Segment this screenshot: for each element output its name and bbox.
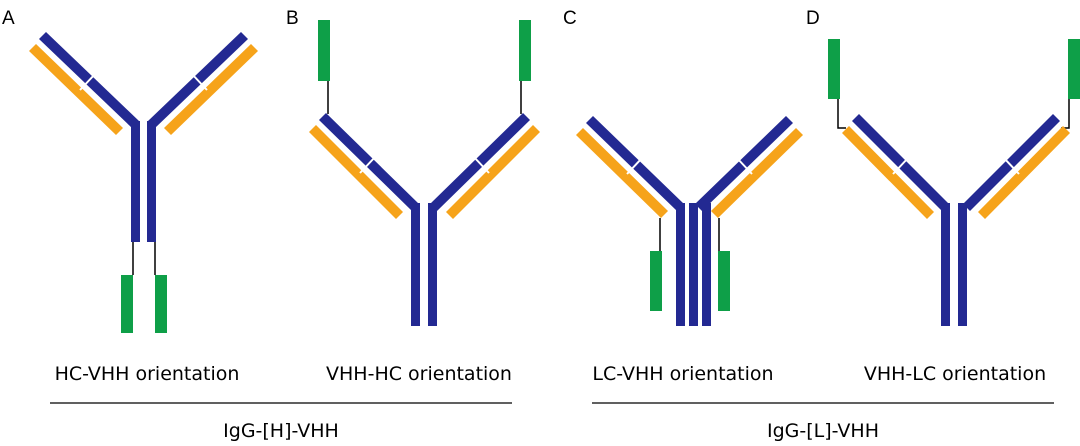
panel-letter-d: D [806,8,820,29]
antibody-vhh-lc-icon [828,39,1080,326]
heavy-chain-left-arm [586,116,684,211]
vhh-domain [828,39,840,99]
group-label-igg-l-vhh: IgG-[L]-VHH [767,420,879,442]
light-chain-left-arm [309,125,403,219]
orientation-label-a: HC-VHH orientation [55,363,240,385]
antibody-hc-vhh-icon [29,32,258,333]
vhh-domain [519,20,531,81]
panel-letter-b: B [286,8,299,29]
group-label-igg-h-vhh: IgG-[H]-VHH [223,420,339,442]
light-chain-left-arm [576,128,668,218]
light-chain-left-arm [842,126,934,219]
heavy-chain-stem-right [428,203,437,326]
panel-c: C LC-VHH orientation [563,8,803,385]
orientation-label-b: VHH-HC orientation [326,363,512,385]
light-chain-right-arm [711,128,803,218]
heavy-chain-stem-right [147,121,156,242]
orientation-label-d: VHH-LC orientation [864,363,1046,385]
light-chain-left-arm [29,44,123,135]
heavy-chain-stem-left [131,121,140,242]
panel-d: D VHH-LC orientation [806,8,1080,385]
heavy-chain-stem [676,203,685,326]
heavy-chain-stem-right [958,203,967,326]
heavy-chain-stem-left [411,203,420,326]
vhh-domain [1068,39,1080,99]
vhh-domain [718,251,730,311]
heavy-chain-right-arm [695,116,793,211]
heavy-chain-stem [702,203,711,326]
heavy-chain-left-arm [852,114,949,211]
light-chain-right-arm [978,126,1070,219]
orientation-label-c: LC-VHH orientation [592,363,773,385]
heavy-chain-stem [689,203,698,326]
light-chain-right-arm [164,44,258,135]
panel-letter-a: A [2,8,15,29]
heavy-chain-right-arm [963,114,1060,211]
light-chain-right-arm [446,125,540,219]
panel-letter-c: C [563,8,577,29]
vhh-domain [121,275,133,333]
antibody-vhh-hc-icon [309,20,540,326]
vhh-domain [155,275,167,333]
vhh-domain [318,20,330,81]
panel-b: B VHH-HC orientation [286,8,540,385]
heavy-chain-stem-left [941,203,950,326]
antibody-lc-vhh-icon [576,116,803,326]
panel-a: A HC-VHH orientation [2,8,258,385]
vhh-domain [650,251,662,311]
